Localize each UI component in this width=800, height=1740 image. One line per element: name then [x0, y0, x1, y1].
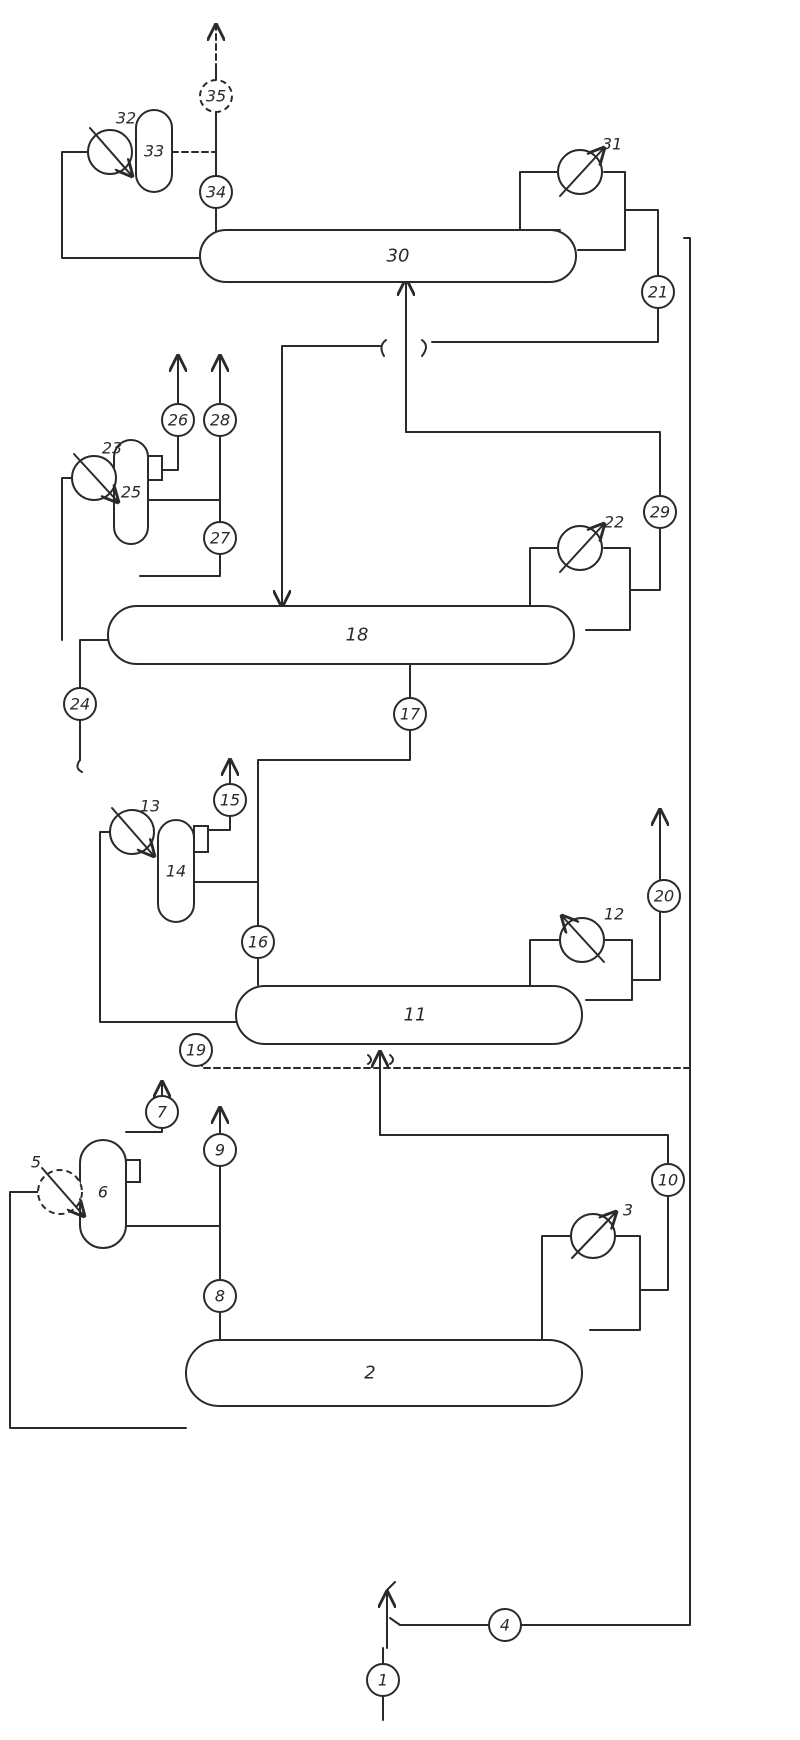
- exchanger-5-label: 5: [31, 1153, 41, 1172]
- line-24-tail: [77, 760, 82, 772]
- stream-9[interactable]: 9: [204, 1134, 236, 1166]
- stream-19-label: 19: [186, 1041, 206, 1060]
- stream-1[interactable]: 1: [367, 1664, 399, 1696]
- stream-8-label: 8: [215, 1287, 225, 1306]
- exchanger-3-label: 3: [623, 1201, 633, 1220]
- stream-21[interactable]: 21: [642, 276, 674, 308]
- stream-19[interactable]: 19: [180, 1034, 212, 1066]
- stream-29[interactable]: 29: [644, 496, 676, 528]
- stream-28[interactable]: 28: [204, 404, 236, 436]
- column-30-label: 30: [387, 246, 410, 267]
- stream-4-label: 4: [500, 1616, 510, 1635]
- stream-7-label: 7: [157, 1103, 168, 1122]
- stream-7[interactable]: 7: [146, 1096, 178, 1128]
- stream-16-label: 16: [248, 933, 268, 952]
- line-col18-overhead: [62, 478, 90, 640]
- column-11[interactable]: 11: [236, 986, 582, 1044]
- line-crossings-30: [381, 340, 426, 356]
- drum-6[interactable]: 6: [80, 1140, 140, 1248]
- stream-15-label: 15: [220, 791, 240, 810]
- drum-14[interactable]: 14: [158, 820, 208, 922]
- exchanger-31-label: 31: [602, 135, 622, 154]
- stream-35[interactable]: 35: [200, 80, 232, 112]
- stream-34-label: 34: [206, 183, 226, 202]
- exchanger-31[interactable]: 31: [558, 135, 622, 197]
- line-recycle-4-join: [390, 1618, 400, 1625]
- line-30-to-18: [282, 346, 380, 606]
- drum-14-label: 14: [166, 862, 186, 881]
- exchanger-22-label: 22: [604, 513, 624, 532]
- stream-17-label: 17: [400, 705, 421, 724]
- exchanger-12-label: 12: [604, 905, 624, 924]
- drum-25-label: 25: [121, 483, 141, 502]
- stream-27-label: 27: [210, 529, 231, 548]
- exchanger-32[interactable]: 32: [88, 109, 136, 177]
- stream-1-label: 1: [378, 1671, 388, 1690]
- stream-24[interactable]: 24: [64, 688, 96, 720]
- stream-8[interactable]: 8: [204, 1280, 236, 1312]
- exchanger-22[interactable]: 22: [558, 513, 624, 573]
- line-recycle-4: [400, 238, 690, 1625]
- stream-10-label: 10: [658, 1171, 678, 1190]
- column-2[interactable]: 2: [186, 1340, 582, 1406]
- stream-10[interactable]: 10: [652, 1164, 684, 1196]
- column-2-label: 2: [364, 1363, 375, 1384]
- line-19: [202, 1055, 690, 1068]
- stream-9-label: 9: [215, 1141, 225, 1160]
- stream-16[interactable]: 16: [242, 926, 274, 958]
- stream-24-label: 24: [70, 695, 90, 714]
- stream-34[interactable]: 34: [200, 176, 232, 208]
- exchanger-3[interactable]: 3: [571, 1201, 633, 1259]
- drum-6-label: 6: [98, 1183, 108, 1202]
- drum-33[interactable]: 33: [136, 110, 172, 192]
- line-col11-top-16: [258, 662, 410, 985]
- stream-27[interactable]: 27: [204, 522, 236, 554]
- column-18-label: 18: [346, 625, 369, 646]
- column-11-label: 11: [404, 1005, 427, 1026]
- exchanger-13-label: 13: [140, 797, 160, 816]
- exchanger-12[interactable]: 12: [560, 905, 624, 963]
- stream-20-label: 20: [654, 887, 674, 906]
- line-feed-1: [383, 1582, 395, 1720]
- stream-28-label: 28: [210, 411, 230, 430]
- stream-20[interactable]: 20: [648, 880, 680, 912]
- exchanger-32-label: 32: [116, 109, 136, 128]
- exchanger-13[interactable]: 13: [110, 797, 160, 857]
- stream-26[interactable]: 26: [162, 404, 194, 436]
- column-30[interactable]: 30: [200, 230, 576, 282]
- exchanger-23-label: 23: [102, 439, 122, 458]
- stream-35-label: 35: [206, 87, 226, 106]
- stream-26-label: 26: [168, 411, 188, 430]
- column-18[interactable]: 18: [108, 606, 574, 664]
- stream-29-label: 29: [650, 503, 670, 522]
- exchanger-5[interactable]: 5: [31, 1153, 84, 1217]
- drum-33-label: 33: [144, 142, 164, 161]
- drums: 6 14 25 33: [80, 110, 208, 1248]
- stream-21-label: 21: [648, 283, 668, 302]
- stream-4[interactable]: 4: [489, 1609, 521, 1641]
- stream-15[interactable]: 15: [214, 784, 246, 816]
- stream-17[interactable]: 17: [394, 698, 426, 730]
- line-col30-overhead: [62, 152, 200, 258]
- line-bottoms-29: [406, 432, 660, 590]
